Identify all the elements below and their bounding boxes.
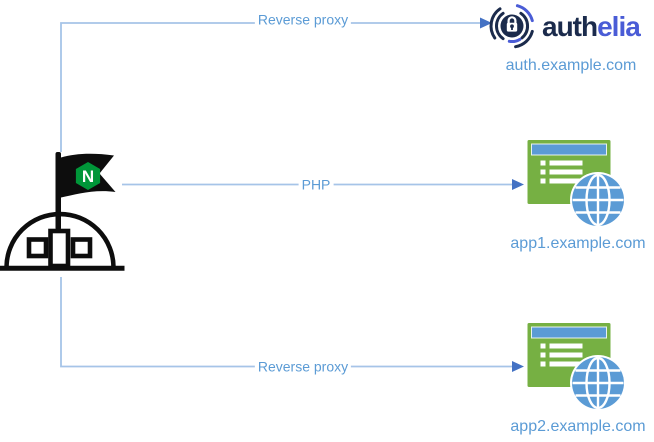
authelia-word-part1: auth: [542, 11, 598, 42]
building-door: [48, 228, 71, 269]
padlock-keyhole-stem: [511, 27, 513, 30]
app2-domain-label: app2.example.com: [510, 418, 646, 435]
edge-label-reverse-proxy-top: Reverse proxy: [254, 11, 352, 29]
authelia-arc: [519, 11, 530, 40]
authelia-arc: [494, 11, 505, 41]
authelia-node: authelia auth.example.com: [487, 2, 654, 75]
arrowhead-app1-icon: [512, 179, 524, 190]
padlock-keyhole: [510, 24, 514, 29]
authelia-arc: [507, 37, 522, 44]
authelia-wordmark: authelia: [542, 2, 641, 52]
authelia-word-part2: elia: [597, 11, 641, 42]
app-list-lines: [540, 160, 583, 184]
nginx-flag-letter: N: [82, 167, 94, 186]
app2-node: app2.example.com: [493, 321, 654, 436]
building-window-left: [26, 237, 49, 259]
nginx-server-icon: N: [0, 152, 125, 271]
building-dome: [4, 211, 116, 268]
building-window-right: [70, 237, 93, 259]
app-title-bar: [531, 326, 607, 339]
authelia-brand: authelia: [487, 2, 654, 52]
app1-domain-label: app1.example.com: [510, 235, 646, 252]
authelia-arc: [515, 4, 534, 23]
edge-label-reverse-proxy-bottom: Reverse proxy: [254, 358, 352, 376]
nginx-node: N: [0, 148, 130, 279]
authelia-domain-label: auth.example.com: [505, 57, 637, 74]
authelia-arc: [489, 7, 502, 40]
connector-nginx-authelia: [60, 22, 481, 152]
authelia-arc: [514, 29, 534, 49]
app-list-lines: [540, 343, 583, 367]
authelia-logo-icon: [489, 4, 534, 49]
app1-node: app1.example.com: [493, 138, 654, 253]
flag-pole: [55, 152, 61, 230]
edge-label-php: PHP: [298, 176, 334, 194]
arrowhead-authelia-icon: [480, 17, 492, 29]
arrowhead-app2-icon: [512, 361, 524, 372]
nginx-hexagon-icon: [75, 162, 101, 190]
web-app-icon: [527, 323, 626, 411]
app-title-bar: [531, 143, 607, 156]
connector-nginx-app2: [60, 277, 513, 368]
padlock-shackle: [507, 16, 517, 24]
globe-icon: [570, 355, 626, 411]
web-app-icon: [527, 140, 626, 228]
globe-icon: [570, 172, 626, 228]
